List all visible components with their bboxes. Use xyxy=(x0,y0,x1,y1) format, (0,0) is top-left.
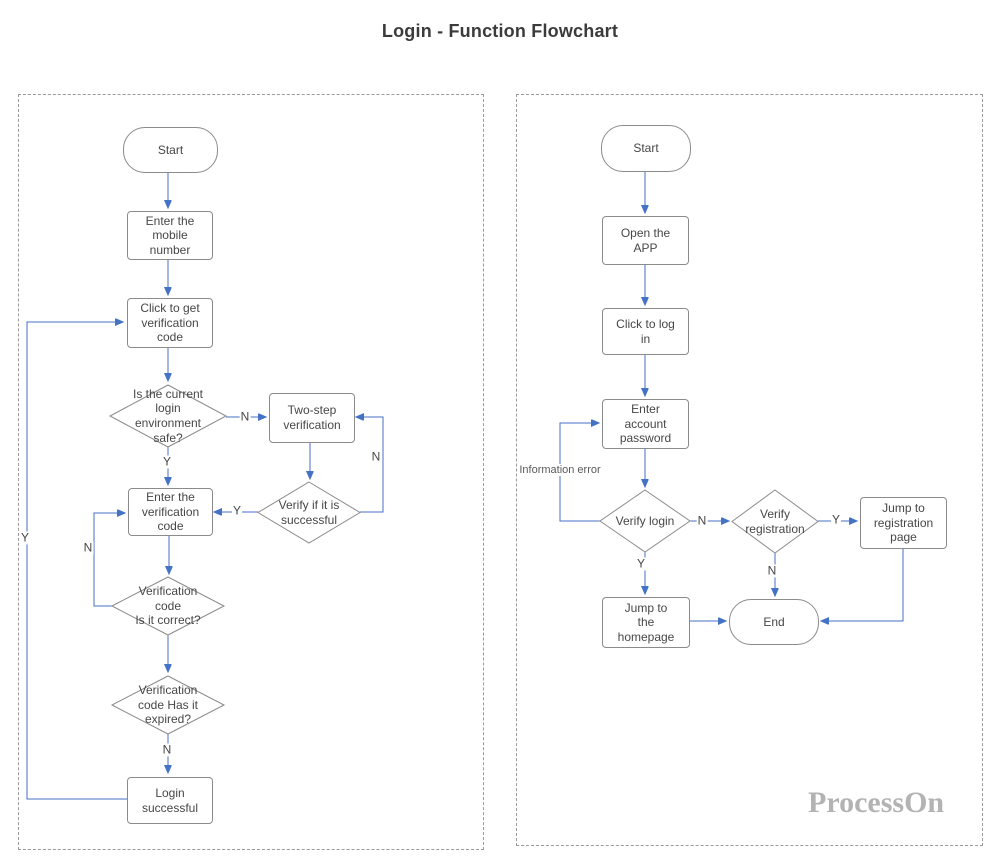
right-panel-frame xyxy=(516,94,983,846)
edge-label-env-no: N xyxy=(239,409,251,424)
node-label: Is the current login environment safe? xyxy=(132,386,204,445)
edge-label-login-no: N xyxy=(696,513,708,528)
node-verification-code-correct: Verification code Is it correct? xyxy=(112,577,224,635)
edge-label-information-error: Information error xyxy=(518,463,602,477)
node-label: Jump to the homepage xyxy=(617,600,675,644)
node-label: Enter account password xyxy=(619,402,672,446)
node-label: Enter the verification code xyxy=(141,490,200,534)
node-enter-mobile-number: Enter the mobile number xyxy=(127,211,213,260)
node-label: Start xyxy=(633,141,659,156)
node-verify-if-successful: Verify if it is successful xyxy=(258,482,360,543)
left-panel-frame xyxy=(18,94,484,850)
node-label: Verify login xyxy=(615,513,675,528)
edge-label-expired-no: N xyxy=(161,742,173,757)
page-title: Login - Function Flowchart xyxy=(381,21,619,41)
node-label: Enter the mobile number xyxy=(145,213,195,257)
node-two-step-verification: Two-step verification xyxy=(269,393,355,443)
node-enter-account-password: Enter account password xyxy=(602,399,689,449)
node-start-right: Start xyxy=(601,125,691,172)
edge-label-reg-yes: Y xyxy=(830,512,842,527)
node-verify-login: Verify login xyxy=(600,490,690,552)
node-verify-registration: Verify registration xyxy=(732,490,818,553)
node-label: Open the APP xyxy=(620,225,671,255)
node-click-get-verification-code: Click to get verification code xyxy=(127,298,213,348)
node-login-environment-safe: Is the current login environment safe? xyxy=(110,385,226,447)
edge-label-env-yes: Y xyxy=(161,454,173,469)
node-label: Verify registration xyxy=(745,506,805,536)
node-label: Start xyxy=(157,142,184,157)
diamond-shape xyxy=(258,482,360,543)
node-verification-code-expired: Verification code Has it expired? xyxy=(112,676,224,734)
node-label: Click to log in xyxy=(616,316,675,346)
node-jump-to-registration-page: Jump to registration page xyxy=(860,497,947,549)
edge-label-reg-no: N xyxy=(766,563,778,578)
node-open-the-app: Open the APP xyxy=(602,216,689,265)
edge-label-login-yes: Y xyxy=(635,556,647,571)
node-label: Two-step verification xyxy=(283,403,341,432)
node-click-to-log-in: Click to log in xyxy=(602,308,689,355)
node-end: End xyxy=(729,599,819,645)
processon-watermark: ProcessOn xyxy=(808,786,945,819)
node-label: Login successful xyxy=(141,785,199,815)
node-label: Verification code Is it correct? xyxy=(135,584,201,628)
edge-label-verify-yes: Y xyxy=(231,503,243,518)
edge-label-expired-yes: Y xyxy=(19,530,31,545)
edge-label-correct-no: N xyxy=(82,540,94,555)
node-login-successful: Login successful xyxy=(127,777,213,824)
node-label: End xyxy=(763,614,785,629)
node-label: Verify if it is successful xyxy=(278,497,340,527)
edge-label-verify-no: N xyxy=(370,449,382,464)
node-enter-verification-code: Enter the verification code xyxy=(128,488,213,536)
node-label: Jump to registration page xyxy=(873,501,934,545)
node-label: Verification code Has it expired? xyxy=(137,683,199,727)
node-label: Click to get verification code xyxy=(140,301,200,345)
node-jump-to-homepage: Jump to the homepage xyxy=(602,597,690,648)
node-start-left: Start xyxy=(123,127,218,173)
